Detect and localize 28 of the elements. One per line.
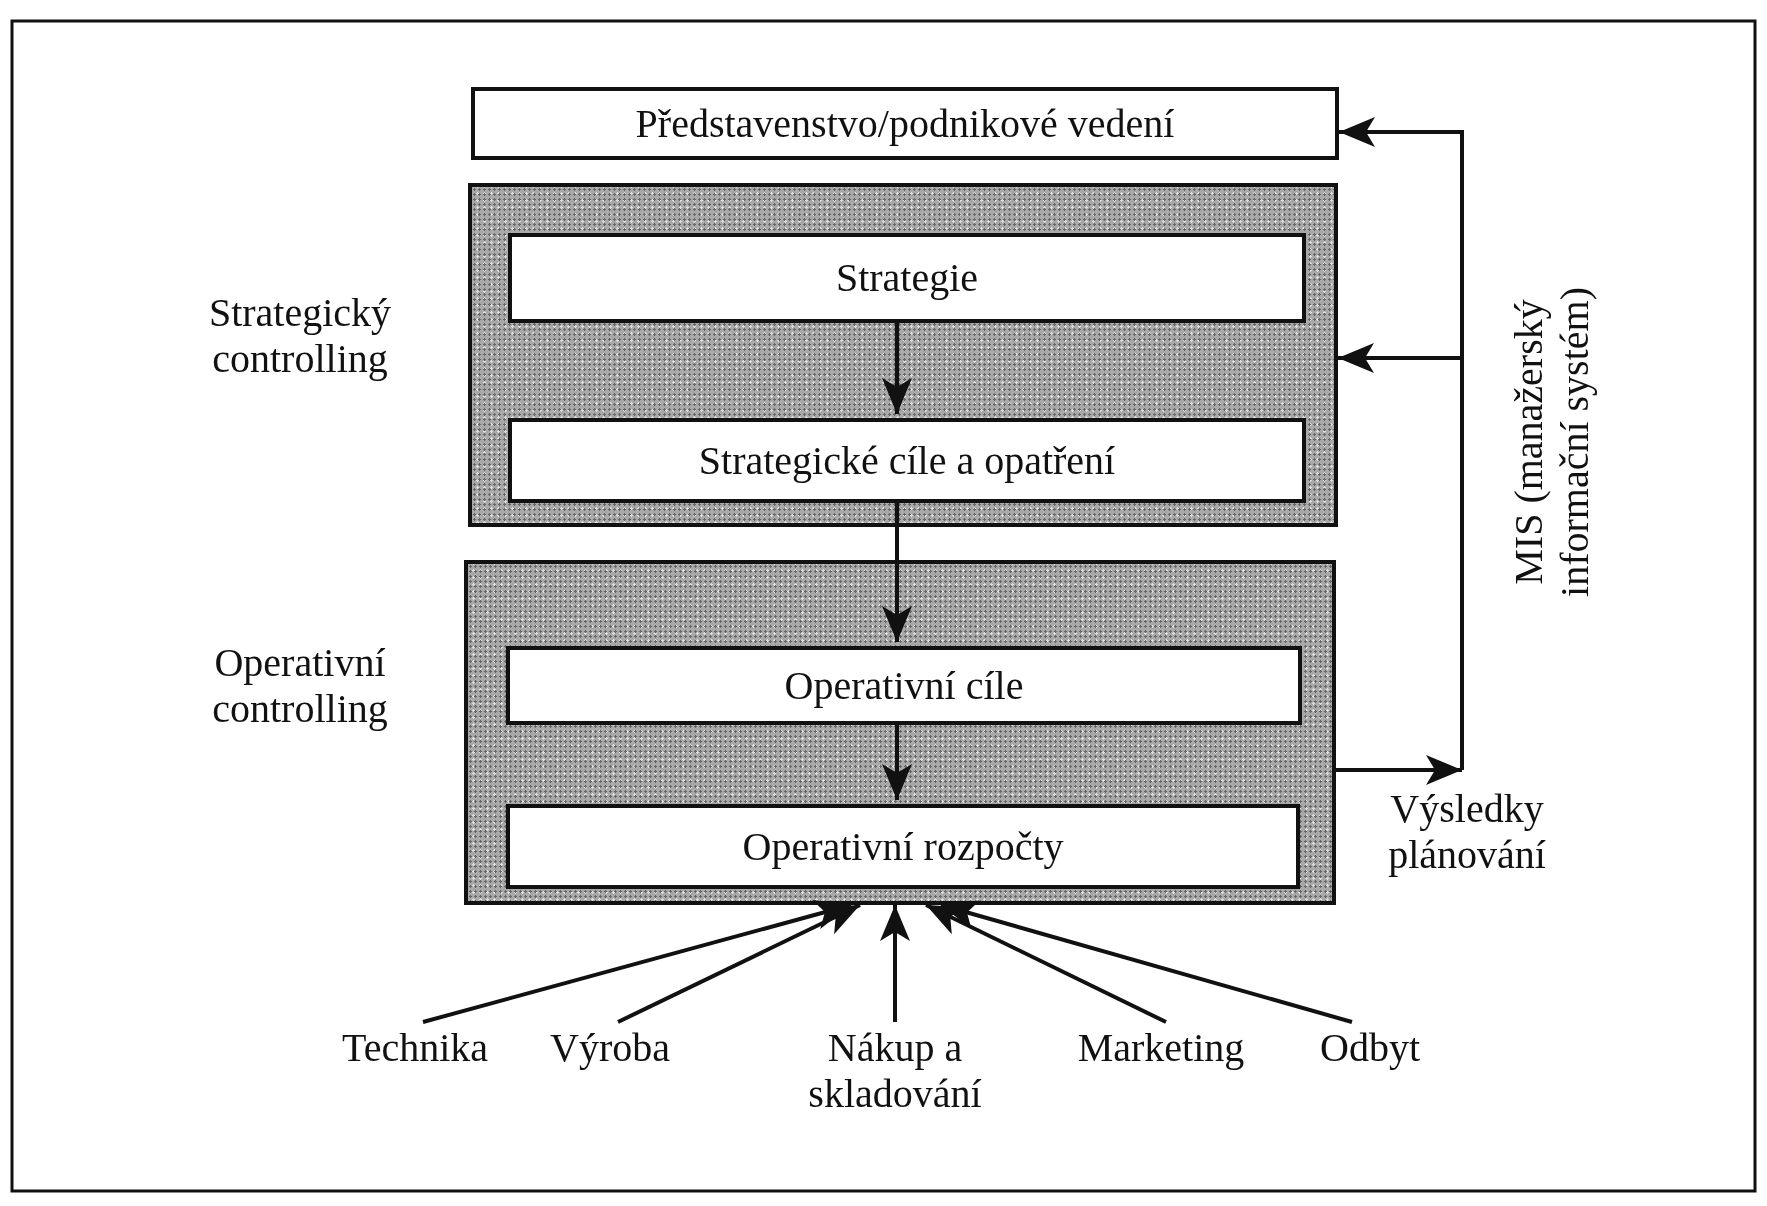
arrow bbox=[1336, 755, 1462, 785]
arrow bbox=[1338, 343, 1464, 770]
department-label: Technika bbox=[315, 1025, 515, 1075]
shaded-panel bbox=[468, 183, 1338, 527]
arrow bbox=[617, 903, 861, 1024]
process-box bbox=[471, 87, 1339, 160]
department-label: Nákup a skladování bbox=[760, 1025, 1030, 1125]
department-label: Výsledky plánování bbox=[1362, 786, 1572, 886]
level-label: Strategický controlling bbox=[207, 290, 393, 382]
box-label: Operativní cíle bbox=[784, 662, 1024, 709]
box-label: Operativní rozpočty bbox=[742, 823, 1064, 870]
department-label: Odbyt bbox=[1300, 1025, 1440, 1075]
process-box bbox=[508, 418, 1306, 503]
process-box bbox=[506, 804, 1300, 889]
process-box bbox=[506, 646, 1302, 725]
system-label: MIS (manažerský informační systém) bbox=[1506, 286, 1598, 599]
shaded-panel bbox=[464, 560, 1336, 905]
arrow bbox=[880, 905, 910, 1022]
box-label: Strategie bbox=[835, 255, 979, 301]
department-label: Výroba bbox=[535, 1025, 685, 1075]
process-box bbox=[508, 233, 1306, 323]
arrow bbox=[940, 900, 1353, 1024]
box-label: Strategické cíle a opatření bbox=[698, 437, 1116, 484]
box-label: Představenstvo/podnikové vedení bbox=[635, 100, 1175, 147]
level-label: Operativní controlling bbox=[211, 640, 389, 732]
department-label: Marketing bbox=[1046, 1025, 1276, 1075]
arrow bbox=[925, 903, 1167, 1024]
arrow bbox=[422, 900, 852, 1024]
